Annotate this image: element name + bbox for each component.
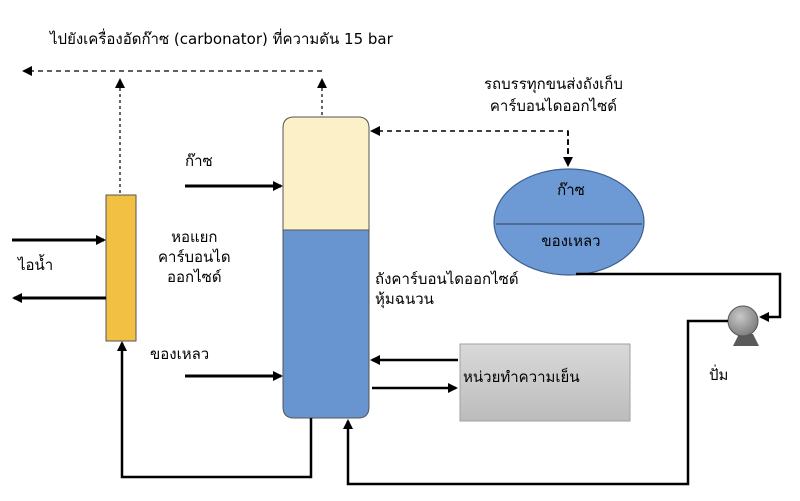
truck-label: รถบรรทุกขนส่งถังเก็บ คาร์บอนไดออกไซด์ bbox=[484, 73, 623, 117]
tank-label-line1: ถังคาร์บอนไดออกไซด์ bbox=[375, 270, 519, 288]
separator-label-line1: หอแยก bbox=[171, 228, 218, 246]
pump-return-line bbox=[343, 319, 728, 486]
tank-label-line2: หุ้มฉนวน bbox=[375, 290, 434, 308]
pump bbox=[727, 305, 759, 346]
storage-gas-label: ก๊าซ bbox=[557, 181, 585, 199]
gas-input-label: ก๊าซ bbox=[185, 152, 213, 170]
separator-label-line2: คาร์บอนได bbox=[158, 248, 231, 266]
truck-label-line2: คาร์บอนไดออกไซด์ bbox=[489, 97, 618, 115]
diagram-title: ไปยังเครื่องอัดก๊าซ (carbonator) ที่ความ… bbox=[50, 30, 393, 48]
truck-gas-link bbox=[370, 126, 573, 167]
tank-to-separator-line bbox=[117, 341, 313, 479]
cooling-unit bbox=[459, 343, 631, 422]
storage-liquid-label: ของเหลว bbox=[541, 232, 601, 250]
cooling-unit-label: หน่วยทำความเย็น bbox=[463, 368, 580, 386]
pump-label: ปั่ม bbox=[709, 366, 729, 384]
steam-arrows bbox=[12, 235, 106, 303]
liquid-input-label: ของเหลว bbox=[150, 345, 210, 363]
truck-storage-tank bbox=[493, 168, 645, 276]
steam-label: ไอน้ำ bbox=[18, 256, 54, 274]
truck-label-line1: รถบรรทุกขนส่งถังเก็บ bbox=[484, 75, 623, 93]
tank-label: ถังคาร์บอนไดออกไซด์ หุ้มฉนวน bbox=[375, 269, 519, 309]
storage-to-pump-line bbox=[576, 272, 782, 322]
separator-tower bbox=[105, 194, 137, 342]
to-carbonator-line bbox=[22, 66, 327, 193]
separator-label-line3: ออกไซด์ bbox=[167, 268, 222, 286]
separator-label: หอแยก คาร์บอนได ออกไซด์ bbox=[158, 227, 231, 287]
co2-tank bbox=[282, 116, 370, 419]
